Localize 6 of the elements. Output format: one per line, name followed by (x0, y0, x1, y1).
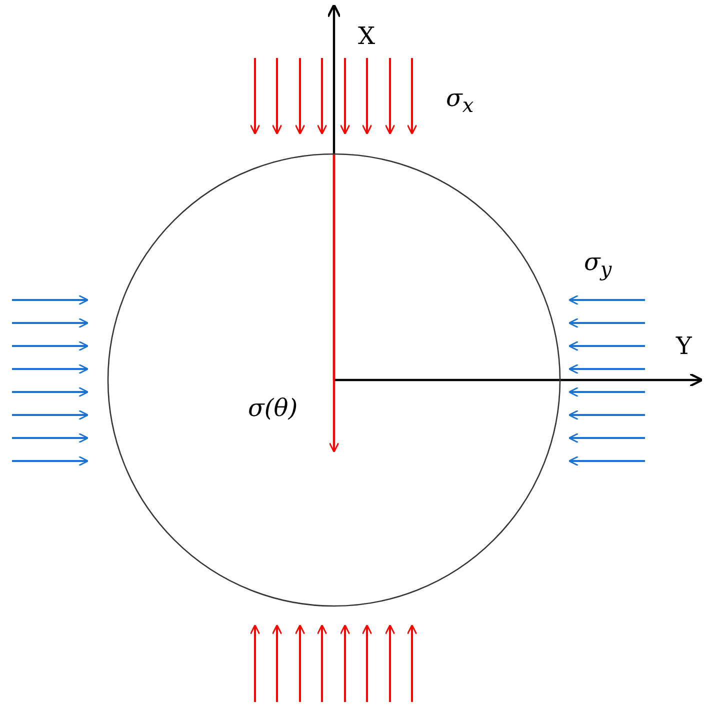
stress-label: σ$_{x}$ (446, 86, 474, 115)
stress-label: σ(θ) (248, 396, 298, 420)
stress-label: σ$_{y}$ (584, 250, 612, 279)
circle-outline (107, 153, 561, 607)
axis-label: X (358, 24, 376, 48)
axis-label: Y (676, 334, 692, 358)
